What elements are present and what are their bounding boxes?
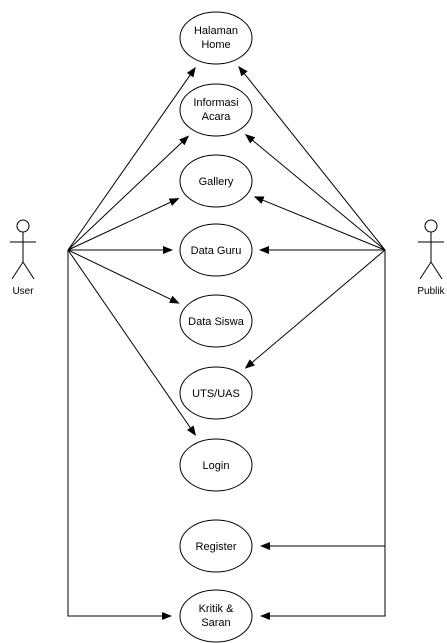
use-case-label-line: Data Guru (191, 245, 242, 257)
association-lines (67, 66, 386, 620)
association-arrow-user-to-gallery (67, 198, 180, 251)
use-case-data-guru: Data Guru (179, 223, 253, 277)
actor-label: User (12, 286, 34, 297)
association-arrow-publik-to-kritik-saran (260, 250, 386, 620)
use-case-label-line: Informasi (193, 97, 238, 109)
association-arrow-user-to-login (67, 249, 196, 436)
association-arrow-publik-to-uts-uas (244, 249, 386, 369)
use-case-ellipse (179, 366, 253, 420)
actor-head (16, 219, 30, 233)
actor-right-leg (430, 261, 443, 280)
use-case-ellipse (179, 589, 253, 643)
use-case-label-line: Data Siswa (188, 316, 245, 328)
association-arrow-user-to-informasi-acara (67, 135, 190, 251)
actor-head (424, 219, 438, 233)
association-arrow-publik-to-informasi-acara (245, 134, 386, 251)
actor-publik: Publik (417, 219, 446, 297)
use-case-label-line: Register (196, 541, 237, 553)
use-case-label-line: UTS/UAS (192, 388, 240, 400)
association-arrow-user-to-kritik-saran (67, 250, 172, 620)
actor-left-leg (11, 261, 24, 280)
association-arrow-user-to-halaman-home (67, 66, 196, 251)
use-case-register: Register (179, 519, 253, 573)
use-case-ellipse (179, 83, 253, 137)
use-case-label-line: Kritik & (199, 603, 235, 615)
use-case-label-line: Gallery (199, 176, 234, 188)
association-arrow-publik-to-halaman-home (238, 66, 386, 251)
use-case-ellipse (179, 519, 253, 573)
use-case-label-line: Saran (201, 617, 230, 629)
use-case-uts-uas: UTS/UAS (179, 366, 253, 420)
actor-right-leg (22, 261, 35, 280)
actor-label: Publik (417, 286, 445, 297)
use-case-informasi-acara: Informasi Acara (179, 83, 253, 137)
actor-user: User (10, 219, 36, 297)
association-arrow-publik-to-register (260, 250, 386, 550)
use-case-gallery: Gallery (179, 154, 253, 208)
use-case-label-line: Acara (202, 111, 232, 123)
use-case-label-line: Home (201, 39, 230, 51)
use-case-ellipse (179, 294, 253, 348)
association-arrow-user-to-data-siswa (67, 249, 180, 304)
association-arrow-publik-to-gallery (253, 196, 386, 251)
use-case-kritik-saran: Kritik & Saran (179, 589, 253, 643)
use-case-ellipse (179, 11, 253, 65)
use-case-label-line: Halaman (194, 25, 238, 37)
use-case-login: Login (179, 438, 253, 492)
actor-left-leg (419, 261, 432, 280)
use-case-ellipse (179, 223, 253, 277)
use-case-data-siswa: Data Siswa (179, 294, 253, 348)
use-case-ellipse (179, 154, 253, 208)
use-case-ellipse (179, 438, 253, 492)
use-case-halaman-home: Halaman Home (179, 11, 253, 65)
use-case-label-line: Login (203, 460, 230, 472)
